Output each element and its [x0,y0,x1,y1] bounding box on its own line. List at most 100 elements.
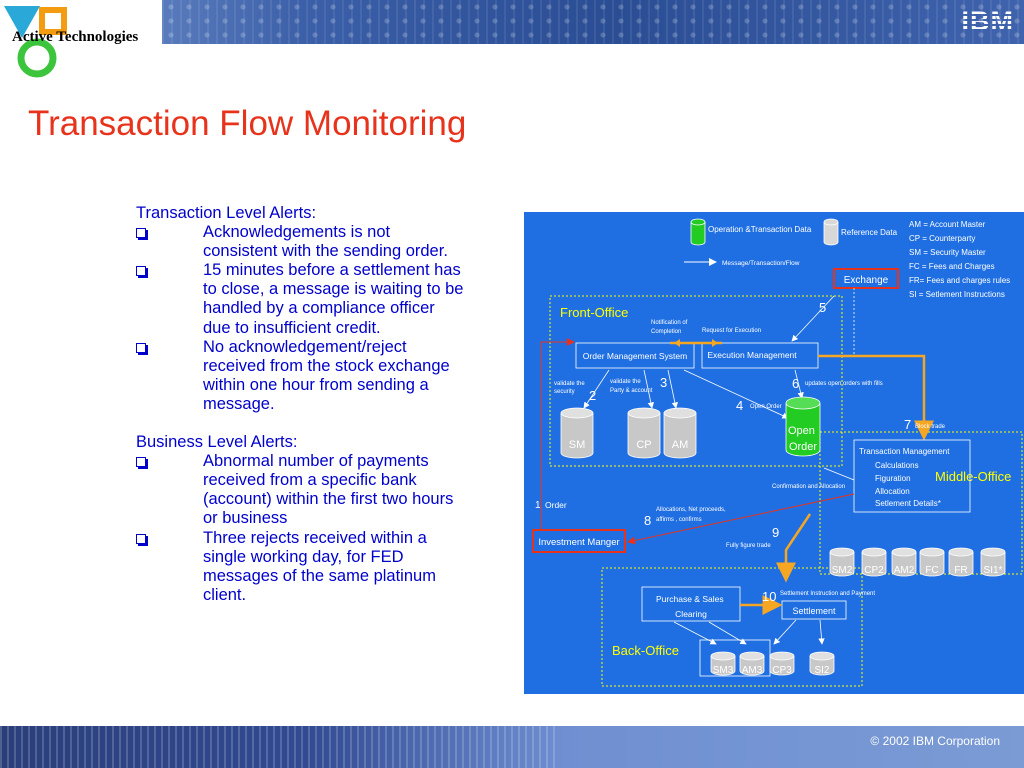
step-number: 6 [792,376,799,391]
alert-line: No acknowledgement/reject [203,337,407,356]
flow-diagram-svg: Operation &Transaction Data Reference Da… [532,218,1023,687]
purchase-sales-label: Purchase & Sales Clearing [656,594,726,619]
request-execution-label: Request for Execution [702,328,761,334]
alert-line: Three rejects received within a [203,528,427,547]
database-sm2: SM2 [829,547,855,577]
back-office-label: Back-Office [612,643,679,658]
execution-label: Execution Management [707,350,797,360]
svg-text:AM3: AM3 [742,665,763,676]
alert-line: received from a specific bank [203,471,417,490]
legend-abbreviations: AM = Account Master CP = Counterparty SM… [909,220,1012,299]
footer-texture [0,726,560,768]
svg-text:SM3: SM3 [713,665,734,676]
svg-text:SM2: SM2 [832,565,853,576]
allocation-flow [627,493,855,545]
svg-text:SI1*: SI1* [984,565,1003,576]
front-office-label: Front-Office [560,305,628,320]
legend: Operation &Transaction Data Reference Da… [684,218,1012,299]
alert-item: Abnormal number of payments received fro… [136,452,522,528]
checkbox-bullet-icon [136,266,146,277]
header-banner [0,0,1024,44]
transaction-management-box [853,439,971,513]
exchange-label: Exchange [844,275,889,286]
svg-text:CP3: CP3 [772,665,792,676]
alert-line: consistent with the sending order. [203,242,448,261]
step-number: 1 [535,500,541,511]
oms-label: Order Management System [583,351,687,361]
banner-pattern [0,0,1024,44]
step-numbers: 1 2 3 4 5 6 7 8 9 10 [535,300,911,604]
logo-shapes-icon [4,6,67,78]
fully-figure-label: Fully figure trade [726,543,771,549]
alert-line: or business [203,509,288,528]
step-number: 5 [819,300,826,315]
svg-text:CP: CP [636,439,651,451]
allocations-label: Allocations, Net proceeds, affirms , con… [656,507,727,523]
database-am2: AM2 [891,547,917,577]
alert-line: Abnormal number of payments [203,452,429,471]
alert-item: Acknowledgements is not consistent with … [136,223,522,261]
svg-text:FC: FC [925,565,938,576]
alert-line: within one hour from sending a [203,375,429,394]
step-number: 7 [904,417,911,432]
order-label: Order [545,500,567,510]
alert-item: Three rejects received within a single w… [136,529,522,605]
checkbox-bullet-icon [136,342,146,353]
svg-text:SI2: SI2 [814,665,829,676]
database-open-order: Open Order [785,396,821,457]
alert-line: to close, a message is waiting to be [203,280,464,299]
database-sm: SM [560,407,594,459]
step-number: 10 [762,589,776,604]
investment-manager-box [532,529,626,553]
alert-line: messages of the same platinum [203,566,436,585]
alert-line: due to insufficient credit. [203,318,381,337]
database-si2: SI2 [809,651,835,676]
svg-text:SM: SM [569,439,586,451]
alerts-text: Transaction Level Alerts: Acknowledgemen… [136,204,522,605]
database-fr: FR [948,547,974,577]
footer-bar: © 2002 IBM Corporation [0,726,1024,768]
alert-line: single working day, for FED [203,547,404,566]
fully-figure-flow [776,513,812,583]
svg-text:CP2: CP2 [864,565,884,576]
svg-text:AM2: AM2 [894,565,915,576]
back-office-databases: SM3 AM3 CP3 SI2 [710,651,835,676]
block-trade-flow [818,354,934,441]
copyright-text: © 2002 IBM Corporation [870,734,1000,748]
svg-text:FR: FR [954,565,967,576]
order-flow [540,338,575,530]
reference-db-icon [823,222,839,246]
transaction-management-label: Transaction Management Calculations Figu… [859,447,952,508]
ibm-logo: IBM [961,6,1014,36]
transaction-alerts-heading: Transaction Level Alerts: [136,204,317,222]
alert-line: message. [203,394,275,413]
settlement-label: Settlement [792,606,836,616]
notification-label: Notification of Completion [651,320,689,335]
validate-party-label: validate the Party & account [610,379,653,394]
svg-text:Open Order: Open Order [788,425,818,453]
checkbox-bullet-icon [136,228,146,239]
legend-flow: Message/Transaction/Flow [722,260,800,267]
investment-manager-label: Investment Manger [538,537,619,548]
alert-line: client. [203,585,247,604]
step-number: 4 [736,398,743,413]
block-trade-label: Block trade [915,424,946,430]
back-office-region [601,567,863,687]
step-number: 9 [772,525,779,540]
business-alerts-heading: Business Level Alerts: [136,433,298,452]
alert-line: Acknowledgements is not [203,223,391,242]
middle-office-databases: SM2 CP2 AM2 FC FR SI1* [829,547,1006,577]
database-cp3: CP3 [769,651,795,676]
company-name: Active Technologies [12,29,139,45]
page-title: Transaction Flow Monitoring [28,104,467,143]
exchange-box [833,268,899,289]
settlement-instruction-label: Settlement Instruction and Payment [780,591,875,597]
alert-item: No acknowledgement/reject received from … [136,338,522,414]
banner-texture [0,0,1024,44]
confirmation-label: Confirmation and Allocation [772,484,845,490]
step-number: 3 [660,375,667,390]
updates-label: updates open orders with fills [805,381,883,387]
alert-item: 15 minutes before a settlement has to cl… [136,261,522,337]
company-logo: Active Technologies [0,0,162,78]
step-number: 2 [589,388,596,403]
